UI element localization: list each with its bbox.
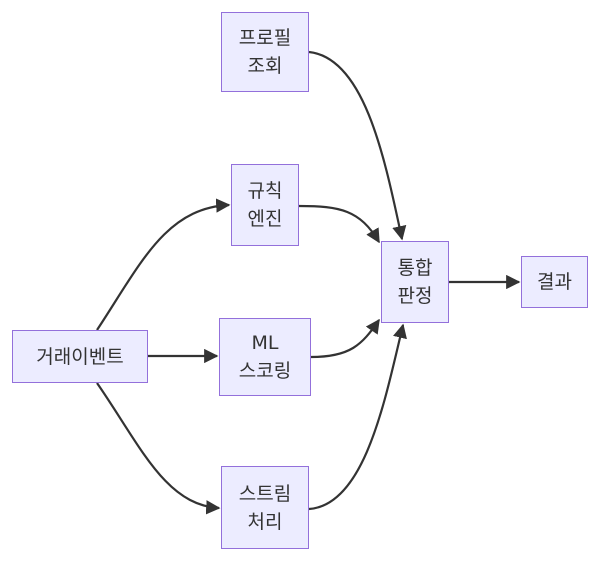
node-ml-scoring: ML 스코링 bbox=[219, 318, 311, 396]
edge-profile-to-integrated-decision bbox=[308, 50, 407, 241]
edge-transaction-to-stream-processing bbox=[96, 382, 221, 515]
node-label-line1: 통합 bbox=[397, 257, 433, 279]
node-label-line2: 엔진 bbox=[247, 208, 283, 230]
edge-ml-scoring-to-integrated-decision bbox=[310, 318, 380, 359]
node-label: 결과 bbox=[537, 271, 572, 293]
node-label-line1: 스트림 bbox=[238, 482, 292, 505]
node-label-line2: 조회 bbox=[247, 55, 283, 77]
node-label-line1: 규칙 bbox=[247, 180, 283, 202]
node-profile-lookup: 프로필 조회 bbox=[221, 12, 309, 92]
node-result: 결과 bbox=[521, 256, 588, 308]
node-rule-engine: 규칙 엔진 bbox=[231, 164, 299, 246]
edge-transaction-to-rule-engine bbox=[96, 198, 231, 331]
edges bbox=[96, 50, 521, 515]
node-label: 거래이벤트 bbox=[36, 345, 124, 368]
node-label-line1: ML bbox=[251, 332, 279, 354]
node-label-line1: 프로필 bbox=[238, 27, 292, 49]
node-stream-processing: 스트림 처리 bbox=[221, 466, 309, 549]
edge-rule-engine-to-integrated-decision bbox=[298, 204, 380, 244]
edge-stream-processing-to-integrated-decision bbox=[308, 323, 407, 511]
node-label-line2: 스코링 bbox=[238, 360, 292, 382]
node-label-line2: 처리 bbox=[247, 510, 283, 533]
node-transaction-event: 거래이벤트 bbox=[12, 330, 148, 383]
node-label-line2: 판정 bbox=[397, 285, 433, 307]
node-integrated-decision: 통합 판정 bbox=[381, 241, 449, 323]
